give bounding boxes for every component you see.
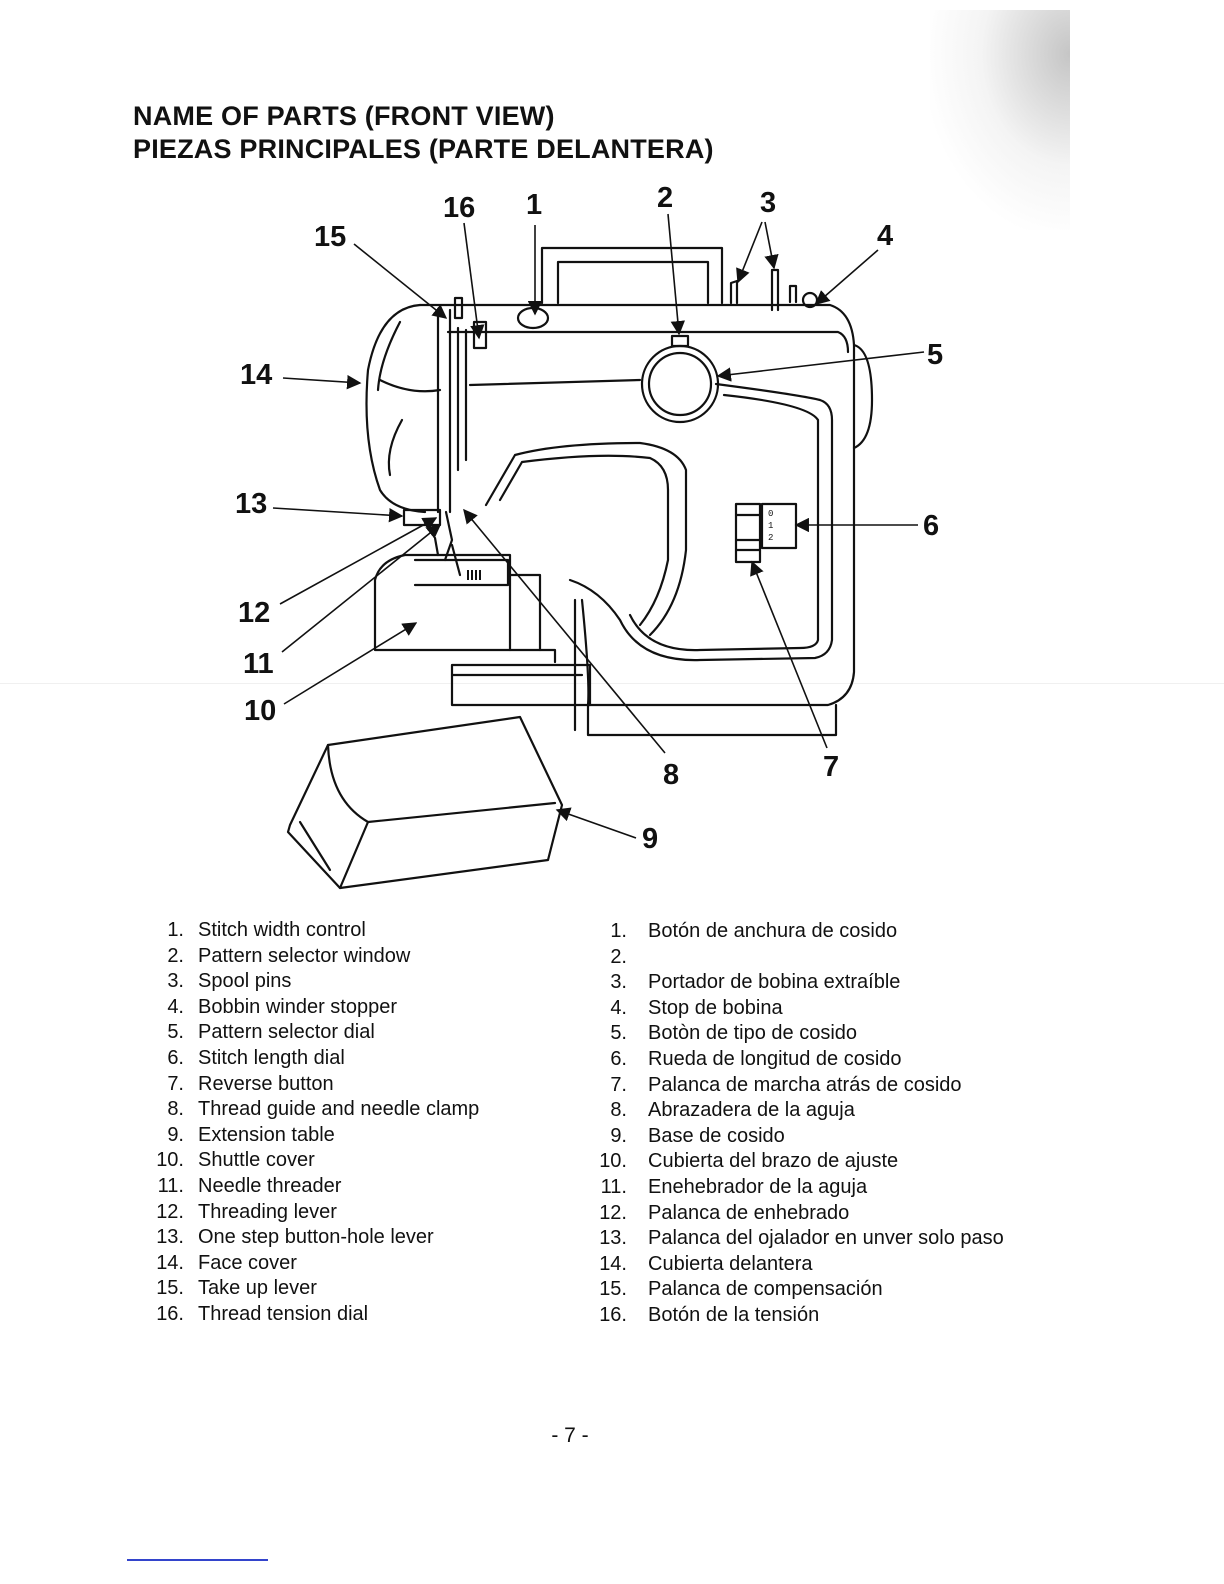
callout-14: 14 [240, 359, 273, 391]
stitch-length-scale: 0 1 2 [768, 509, 773, 543]
list-item: 5.Botòn de tipo de cosido [610, 1022, 858, 1045]
list-item: 2.Pattern selector window [167, 944, 411, 967]
callout-13: 13 [235, 488, 268, 520]
callout-7: 7 [823, 751, 840, 783]
leader-3a [736, 221, 763, 284]
list-item: 6.Rueda de longitud de cosido [610, 1047, 902, 1070]
leader-12 [279, 517, 438, 605]
list-item: 4.Stop de bobina [610, 996, 783, 1019]
stitch-length-dial [734, 502, 798, 564]
list-item: 5.Pattern selector dial [167, 1021, 375, 1044]
callout-11: 11 [243, 648, 274, 680]
callout-3: 3 [760, 187, 777, 219]
list-item: 14.Face cover [156, 1251, 297, 1274]
leader-5 [716, 351, 925, 382]
list-item: 12.Threading lever [156, 1200, 337, 1223]
leader-15 [353, 243, 448, 319]
list-item: 7.Reverse button [167, 1072, 334, 1095]
heading-spanish: PIEZAS PRINCIPALES (PARTE DELANTERA) [133, 134, 714, 164]
list-item: 1.Stitch width control [167, 919, 366, 941]
leader-10 [283, 622, 418, 705]
list-item: 3.Portador de bobina extraíble [610, 971, 901, 994]
list-item: 12.Palanca de enhebrado [599, 1201, 850, 1224]
parts-list-spanish: 1.Botón de anchura de cosido 2. 3.Portad… [570, 919, 1010, 1329]
list-item: 11.Needle threader [157, 1174, 342, 1197]
carry-handle [540, 246, 724, 305]
callout-16: 16 [443, 192, 476, 224]
needle-bar [402, 296, 488, 577]
list-item: 9.Extension table [167, 1123, 335, 1146]
callout-9: 9 [642, 823, 659, 855]
dial-mark-1: 1 [768, 521, 773, 531]
leader-4 [814, 249, 879, 305]
list-item: 2. [610, 945, 627, 968]
callout-8: 8 [663, 759, 680, 791]
list-item: 6.Stitch length dial [167, 1046, 345, 1069]
bobbin-winder [788, 284, 819, 309]
list-item: 16.Botón de la tensión [599, 1303, 820, 1326]
footer-rule [127, 1559, 268, 1561]
list-item: 7.Palanca de marcha atrás de cosido [610, 1073, 962, 1096]
list-item: 15.Take up lever [156, 1277, 317, 1300]
list-item: 16.Thread tension dial [156, 1302, 369, 1325]
list-item: 13.Palanca del ojalador en unver solo pa… [599, 1227, 1004, 1250]
page-heading: NAME OF PARTS (FRONT VIEW) PIEZAS PRINCI… [133, 100, 714, 166]
list-item: 13.One step button-hole lever [156, 1226, 434, 1249]
parts-list-english: 1.Stitch width control 2.Pattern selecto… [128, 918, 568, 1328]
dial-mark-2: 2 [768, 533, 773, 543]
callout-10: 10 [244, 695, 277, 727]
list-item: 15.Palanca de compensación [599, 1278, 883, 1301]
callout-4: 4 [877, 220, 894, 252]
leader-2 [667, 213, 685, 336]
list-item: 1.Botón de anchura de cosido [610, 920, 898, 942]
extension-table [286, 715, 564, 890]
leader-8 [463, 508, 666, 754]
callout-15: 15 [314, 221, 347, 253]
leader-16 [463, 222, 485, 340]
list-item: 11.Enehebrador de la aguja [600, 1175, 868, 1198]
dial-mark-0: 0 [768, 509, 773, 519]
leader-13 [272, 507, 404, 523]
list-item: 9.Base de cosido [610, 1124, 785, 1147]
callout-12: 12 [238, 597, 271, 629]
callout-5: 5 [927, 339, 944, 371]
leader-3b [764, 221, 779, 270]
feed-dogs [467, 570, 481, 580]
scan-shadow [930, 10, 1070, 230]
leader-7 [750, 560, 828, 749]
sewing-machine-diagram: 0 1 2 [272, 213, 925, 890]
pattern-dial [640, 344, 720, 424]
list-item: 3.Spool pins [167, 970, 292, 993]
list-item: 10.Shuttle cover [156, 1149, 315, 1172]
leader-9 [555, 807, 637, 839]
leader-11 [281, 524, 442, 653]
callout-2: 2 [657, 182, 674, 214]
machine-body [418, 303, 874, 737]
list-item: 8.Abrazadera de la aguja [610, 1099, 855, 1122]
callout-1: 1 [526, 189, 543, 221]
pattern-window [670, 334, 690, 348]
page-number: - 7 - [551, 1424, 589, 1447]
list-item: 10.Cubierta del brazo de ajuste [599, 1150, 899, 1173]
list-item: 14.Cubierta delantera [599, 1252, 813, 1275]
heading-english: NAME OF PARTS (FRONT VIEW) [133, 101, 555, 131]
free-arm [373, 553, 592, 707]
leader-14 [282, 374, 362, 390]
scan-artifact-line [0, 683, 1224, 684]
spool-pins [729, 268, 780, 312]
callout-6: 6 [923, 510, 940, 542]
leader-lines [272, 213, 925, 839]
face-cover [365, 303, 442, 514]
list-item: 8.Thread guide and needle clamp [167, 1098, 480, 1121]
stitch-width-knob [516, 306, 550, 330]
list-item: 4.Bobbin winder stopper [167, 995, 398, 1018]
